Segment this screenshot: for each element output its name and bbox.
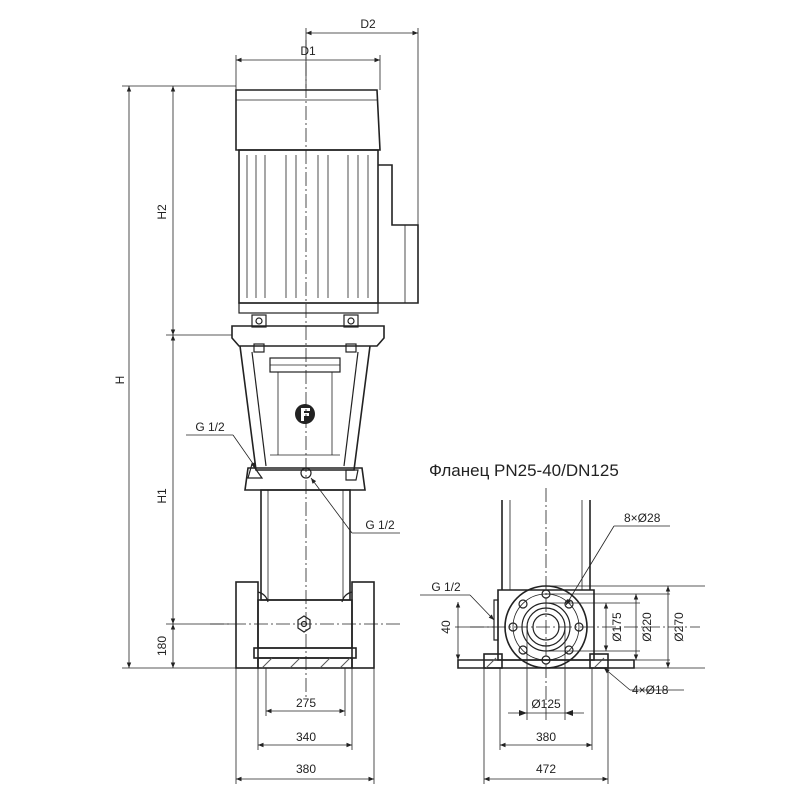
- pump-base: [235, 581, 375, 669]
- dim-h2: H2: [155, 204, 169, 220]
- pump-lantern: [239, 345, 371, 471]
- dim-275: 275: [296, 696, 316, 710]
- dim-h1: H1: [155, 488, 169, 504]
- dim-d125: Ø125: [531, 697, 561, 711]
- front-view: [210, 40, 419, 700]
- motor-bottom-band: [238, 302, 379, 314]
- port-label-top-left: G 1/2: [186, 420, 257, 469]
- pump-head: [244, 462, 366, 491]
- dim-d2: D2: [360, 17, 376, 31]
- motor-flange: [231, 314, 385, 353]
- dim-40: 40: [439, 620, 453, 634]
- dim-380-side: 380: [536, 730, 556, 744]
- port-label-right: G 1/2: [310, 477, 400, 534]
- g-side-label: G 1/2: [431, 580, 461, 594]
- dim-d1: D1: [300, 44, 316, 58]
- dim-d175: Ø175: [610, 612, 624, 642]
- g-right-label: G 1/2: [365, 518, 395, 532]
- g-top-left-label: G 1/2: [195, 420, 225, 434]
- terminal-box: [378, 164, 419, 304]
- dim-d220: Ø220: [640, 612, 654, 642]
- dim-h: H: [113, 376, 127, 385]
- dim-180: 180: [155, 636, 169, 656]
- motor-body: [238, 149, 379, 304]
- side-dimensions: 8×Ø28 4×Ø18 G 1/2 40 Ø175 Ø220 Ø270: [420, 511, 705, 784]
- dim-340: 340: [296, 730, 316, 744]
- dim-472: 472: [536, 762, 556, 776]
- holes-base-label: 4×Ø18: [632, 683, 669, 697]
- holes-flange-label: 8×Ø28: [624, 511, 661, 525]
- dim-d270: Ø270: [672, 612, 686, 642]
- front-dimensions: D2 D1 H H2 H1 180 275 34: [113, 17, 419, 784]
- pump-column: [260, 489, 351, 601]
- flange-title: Фланец PN25-40/DN125: [429, 461, 619, 480]
- dim-380-front: 380: [296, 762, 316, 776]
- motor-cap: [235, 89, 381, 151]
- brand-logo-icon: [295, 404, 315, 424]
